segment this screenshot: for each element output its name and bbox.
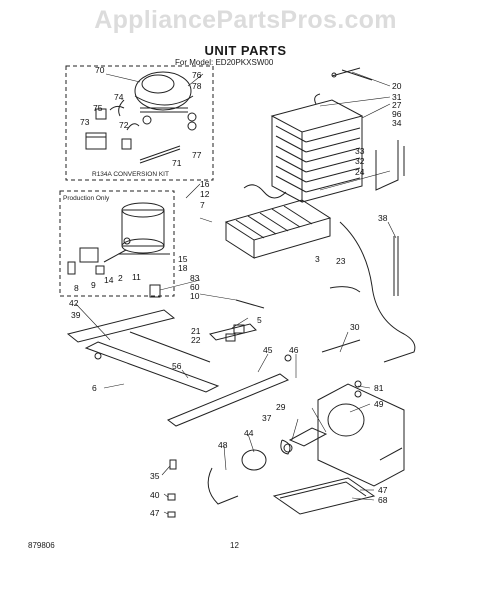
callout-39: 39 xyxy=(71,310,81,320)
callout-23: 23 xyxy=(336,256,346,266)
callout-35: 35 xyxy=(150,471,160,481)
compressor-bottom xyxy=(67,202,170,275)
callout-71: 71 xyxy=(172,158,182,168)
callout-9: 9 xyxy=(91,280,96,290)
callout-96: 96 xyxy=(392,109,402,119)
callout-14: 14 xyxy=(104,275,114,285)
callout-22: 22 xyxy=(191,335,201,345)
callout-15: 15 xyxy=(178,254,188,264)
callout-29: 29 xyxy=(276,402,286,412)
callout-46: 46 xyxy=(289,345,299,355)
production-only-box: Production Only xyxy=(59,190,175,297)
callout-73: 73 xyxy=(80,117,90,127)
leader-lines xyxy=(75,71,397,515)
callout-49: 49 xyxy=(374,399,384,409)
drain-pan xyxy=(272,477,376,515)
evaporator-coil xyxy=(270,67,364,203)
callout-32: 32 xyxy=(355,156,365,166)
callout-30: 30 xyxy=(350,322,360,332)
relay-parts-top xyxy=(85,108,181,164)
callout-34: 34 xyxy=(392,118,402,128)
small-parts xyxy=(149,69,373,518)
callout-42: 42 xyxy=(69,298,79,308)
callout-47b: 47 xyxy=(378,485,388,495)
callout-44: 44 xyxy=(244,428,254,438)
callout-83: 83 xyxy=(190,273,200,283)
fan-shroud xyxy=(288,383,405,487)
callout-11: 11 xyxy=(132,272,141,282)
callout-12: 12 xyxy=(200,189,210,199)
callout-72: 72 xyxy=(119,120,129,130)
callout-24: 24 xyxy=(355,167,365,177)
callout-45: 45 xyxy=(263,345,273,355)
conversion-kit-label: R134A CONVERSION KIT xyxy=(92,171,169,178)
page-number: 12 xyxy=(230,541,239,550)
model-line: For Model: ED20PKXSW00 xyxy=(175,58,274,67)
base-frame xyxy=(66,309,292,427)
callout-18: 18 xyxy=(178,263,188,273)
callout-76: 76 xyxy=(192,70,202,80)
callout-6: 6 xyxy=(92,383,97,393)
callout-47: 47 xyxy=(150,508,160,518)
production-only-label: Production Only xyxy=(63,195,110,202)
condenser xyxy=(224,184,332,259)
compressor-top xyxy=(109,71,197,131)
callout-48: 48 xyxy=(218,440,228,450)
callout-3: 3 xyxy=(315,254,320,264)
callout-75: 75 xyxy=(93,103,103,113)
callout-40: 40 xyxy=(150,490,160,500)
callout-21: 21 xyxy=(191,326,201,336)
callout-60: 60 xyxy=(190,282,200,292)
callout-2: 2 xyxy=(118,273,123,283)
callout-56: 56 xyxy=(172,361,182,371)
callout-5: 5 xyxy=(257,315,262,325)
callout-27: 27 xyxy=(392,100,402,110)
callout-numbers: 70 76 74 75 72 73 71 77 78 20 31 27 96 3… xyxy=(69,65,402,518)
conversion-kit-box: R134A CONVERSION KIT xyxy=(65,65,214,181)
page-title: UNIT PARTS xyxy=(204,43,287,58)
callout-20: 20 xyxy=(392,81,402,91)
callout-33: 33 xyxy=(355,146,365,156)
tubing-right xyxy=(321,140,416,363)
callout-7: 7 xyxy=(200,200,205,210)
document-number: 879806 xyxy=(28,541,55,550)
callout-31: 31 xyxy=(392,92,402,102)
callout-74: 74 xyxy=(114,92,124,102)
callout-10: 10 xyxy=(190,291,200,301)
callout-70: 70 xyxy=(95,65,105,75)
callout-78: 78 xyxy=(192,81,202,91)
callout-37: 37 xyxy=(262,413,272,423)
fan-motor xyxy=(207,439,293,505)
callout-77: 77 xyxy=(192,150,202,160)
callout-68: 68 xyxy=(378,495,388,505)
watermark: AppliancePartsPros.com xyxy=(94,6,397,34)
callout-8: 8 xyxy=(74,283,79,293)
callout-81: 81 xyxy=(374,383,384,393)
callout-16: 16 xyxy=(200,179,210,189)
callout-38: 38 xyxy=(378,213,388,223)
